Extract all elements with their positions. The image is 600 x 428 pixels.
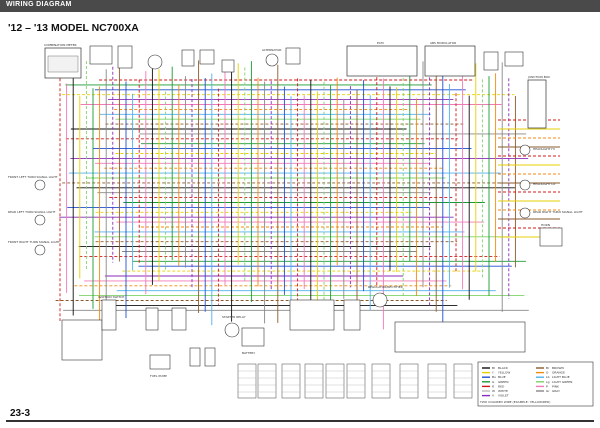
headlight-lo: HEADLIGHT LO [519,179,556,191]
regulator-label: REGULATOR/RECTIFIER [368,285,403,289]
connector-table [453,363,473,399]
headlight-hi-label: HEADLIGHT HI [533,147,555,151]
switch-block-1 [89,45,113,65]
footer-rule [6,420,594,422]
legend-name: GREEN [498,380,508,384]
connector-table [281,363,301,399]
model-title: '12 – '13 MODEL NC700XA [8,22,139,34]
starter-relay: STARTER RELAY [222,315,246,338]
front-right-turn: FRONT RIGHT TURN SIGNAL LIGHT [8,240,60,256]
rear-left-turn-label: REAR LEFT TURN SIGNAL LIGHT [8,210,56,214]
legend-name: VIOLET [498,394,509,398]
rear-left-turn: REAR LEFT TURN SIGNAL LIGHT [8,210,56,226]
abs-modulator-label: ABS MODULATOR [430,41,456,45]
legend-code: Bl [492,366,495,370]
page-number: 23-3 [10,408,31,419]
connector-right-bottom [343,299,361,331]
legend-code: O [546,371,549,375]
ecm: ECM [346,41,418,77]
legend-code: P [546,384,548,388]
sensor-bottom-2 [171,307,187,331]
legend-name: WHITE [498,389,508,393]
connector-tables [237,363,473,399]
legend-name: RED [498,384,505,388]
connector-table [427,363,447,399]
legend-note: TWO COLORED WIRE (EXAMPLE: YELLOW/RED) [479,400,550,404]
abs-modulator: ABS MODULATOR [424,41,476,77]
legend-code: Lb [546,375,550,379]
battery: BATTERY [241,327,265,355]
alternator: ALTERNATOR [262,48,281,67]
header-title: WIRING DIAGRAM [6,1,72,8]
legend-name: YELLOW [498,371,510,375]
legend-name: BROWN [552,366,564,370]
relay-block [199,49,215,65]
headlight-hi: HEADLIGHT HI [519,144,555,156]
connector-table [399,363,419,399]
regulator: REGULATOR/RECTIFIER [368,285,403,308]
connector-row-bottom [289,299,335,331]
connector-table [257,363,277,399]
legend-code: R [492,384,494,388]
front-right-turn-label: FRONT RIGHT TURN SIGNAL LIGHT [8,240,60,244]
legend-name: BLACK [498,366,509,370]
horn-label: HORN [541,223,550,227]
front-left-turn: FRONT LEFT TURN SIGNAL LIGHT [8,175,58,191]
ignition-switch-label: IGNITION SWITCH [98,295,124,299]
wire-runs [55,60,560,330]
rear-right-turn: REAR RIGHT TURN SIGNAL LIGHT [519,207,583,219]
sensor-block [181,49,195,67]
header-bar: WIRING DIAGRAM [0,0,600,12]
legend-code: V [492,394,495,398]
legend-name: LIGHT BLUE [552,375,570,379]
legend-code: Y [492,371,494,375]
connector-table [371,363,391,399]
right-top-block-2 [504,51,524,67]
ecm-label: ECM [377,41,384,45]
legend-code: W [492,389,495,393]
legend-name: GRAY [552,389,560,393]
left-lower-block [61,319,103,361]
legend-code: Bu [492,375,496,379]
battery-label: BATTERY [242,351,255,355]
connector-table [237,363,257,399]
legend-name: ORANGE [552,371,565,375]
connector-table [325,363,345,399]
legend-code: Lg [546,380,550,384]
switch-block-2 [117,45,133,69]
connector-table [304,363,324,399]
ignition-switch: IGNITION SWITCH [98,295,124,331]
gauge-sensor [147,54,163,70]
connector-table [346,363,366,399]
sensor-block-2 [221,59,235,73]
rear-right-turn-label: REAR RIGHT TURN SIGNAL LIGHT [533,210,583,214]
combination-meter-label: COMBINATION METER [44,43,77,47]
fuel-pump-label: FUEL PUMP [150,374,167,378]
connector-block [285,47,301,65]
starter-relay-label: STARTER RELAY [222,315,246,319]
legend-code: G [492,380,495,384]
legend-name: BLUE [498,375,506,379]
horn: HORN [539,223,563,247]
right-top-block [483,51,499,71]
legend-name: LIGHT GREEN [552,380,572,384]
junction-box: JUNCTION BOX [527,75,550,129]
legend-code: Br [546,366,550,370]
junction-box-label: JUNCTION BOX [527,75,550,79]
combination-meter: COMBINATION METER [44,43,82,79]
alternator-label: ALTERNATOR [262,48,281,52]
legend-code: Gr [546,389,550,393]
front-left-turn-label: FRONT LEFT TURN SIGNAL LIGHT [8,175,58,179]
connector-bottom-2 [204,347,216,367]
headlight-lo-label: HEADLIGHT LO [533,182,556,186]
legend-name: PINK [552,384,560,388]
connector-bottom-1 [189,347,201,367]
sensor-bottom-1 [145,307,159,331]
relay-box-bottom [394,321,526,353]
fuel-pump: FUEL PUMP [149,354,171,378]
